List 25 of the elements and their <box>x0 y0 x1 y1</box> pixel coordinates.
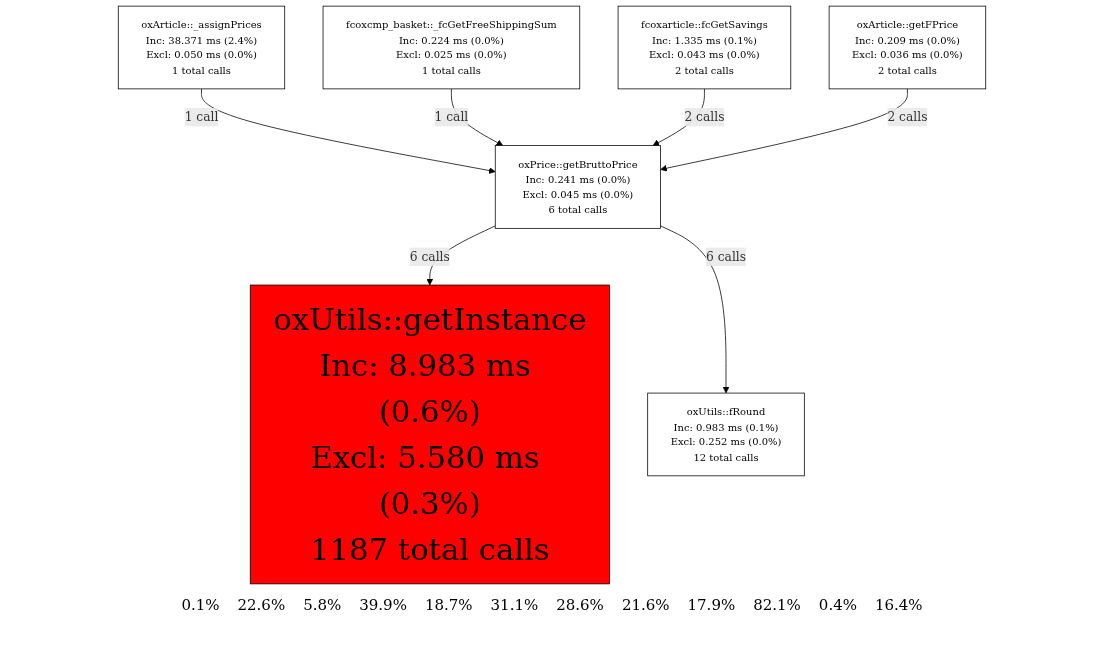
percentage-label: 5.8% <box>303 596 342 614</box>
percentage-label: 22.6% <box>237 596 286 614</box>
percentage-label: 16.4% <box>874 596 923 614</box>
percentage-label: 17.9% <box>687 596 736 614</box>
percentage-label: 21.6% <box>621 596 670 614</box>
node-box: fcoxcmp_basket::_fcGetFreeShippingSum Inc: 0.224 ms (0.0%) Excl: 0.025 ms (0.0%) 1 total calls <box>322 5 581 90</box>
percentage-label: 0.1% <box>181 596 220 614</box>
edge-label: 2 calls <box>684 109 725 125</box>
node-box: oxArticle::_assignPrices Inc: 38.371 ms (2.4%) Excl: 0.050 ms (0.0%) 1 total calls <box>117 5 286 90</box>
node-box: oxUtils::fRound Inc: 0.983 ms (0.1%) Excl: 0.252 ms (0.0%) 12 total calls <box>647 392 805 477</box>
edge-label: 1 call <box>184 109 219 125</box>
percentage-label: 0.4% <box>818 596 857 614</box>
percentage-label: 28.6% <box>556 596 604 614</box>
edge-label: 1 call <box>434 109 469 125</box>
node-box: oxArticle::getFPrice Inc: 0.209 ms (0.0%) Excl: 0.036 ms (0.0%) 2 total calls <box>828 5 987 90</box>
edge-label: 2 calls <box>887 109 928 125</box>
percentage-label: 82.1% <box>753 596 801 614</box>
percentage-label: 31.1% <box>490 596 539 614</box>
edge-label: 6 calls <box>706 249 747 264</box>
node-box: oxPrice::getBruttoPrice Inc: 0.241 ms (0.0%) Excl: 0.045 ms (0.0%) 6 total calls <box>494 145 661 229</box>
edge-label: 6 calls <box>409 249 450 264</box>
node-box: fcoxarticle::fcGetSavings Inc: 1.335 ms (0.1%) Excl: 0.043 ms (0.0%) 2 total calls <box>617 5 792 90</box>
node-box: oxUtils::getInstance Inc: 8.983 ms (0.6%) Excl: 5.580 ms (0.3%) 1187 total calls <box>249 284 610 585</box>
percentage-label: 39.9% <box>359 596 407 614</box>
percentage-label: 18.7% <box>424 596 473 614</box>
